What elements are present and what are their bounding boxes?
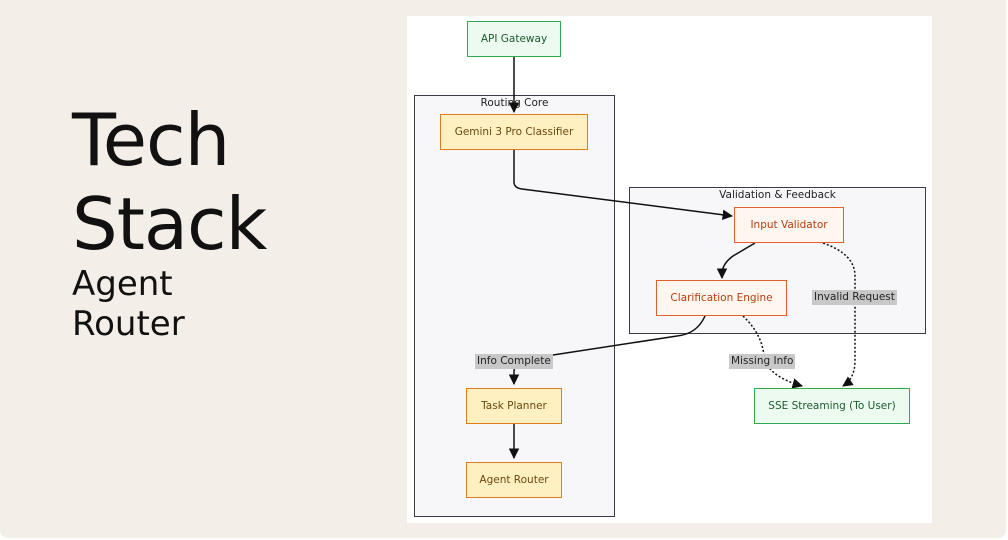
group-label-validation: Validation & Feedback (719, 189, 836, 201)
edge-label-invalid-request: Invalid Request (812, 290, 897, 305)
subtitle-line-2: Router (72, 304, 185, 344)
node-gemini-classifier: Gemini 3 Pro Classifier (440, 114, 588, 150)
node-agent-router: Agent Router (466, 462, 562, 498)
edge-validator-to-sse (822, 242, 856, 387)
node-sse-streaming: SSE Streaming (To User) (754, 388, 910, 424)
architecture-diagram: Routing Core Validation & Feedback (407, 16, 932, 523)
edge-label-info-complete: Info Complete (475, 354, 553, 369)
diagram-edges (508, 57, 856, 460)
title-line-1: Tech (72, 98, 230, 182)
edge-validator-to-clarification (716, 242, 756, 280)
node-task-planner: Task Planner (466, 388, 562, 424)
node-input-validator: Input Validator (734, 207, 844, 243)
edge-clarification-to-planner (508, 315, 706, 386)
subtitle-line-1: Agent (72, 264, 173, 304)
title-line-2: Stack (72, 182, 267, 266)
edge-clarification-to-sse (742, 315, 804, 389)
slide-title: Tech Stack (72, 98, 267, 266)
edge-classifier-to-validator (513, 150, 734, 221)
slide-subtitle: Agent Router (72, 264, 185, 344)
node-api-gateway: API Gateway (467, 21, 561, 57)
node-clarification-engine: Clarification Engine (656, 280, 787, 316)
edge-label-missing-info: Missing Info (729, 354, 796, 369)
